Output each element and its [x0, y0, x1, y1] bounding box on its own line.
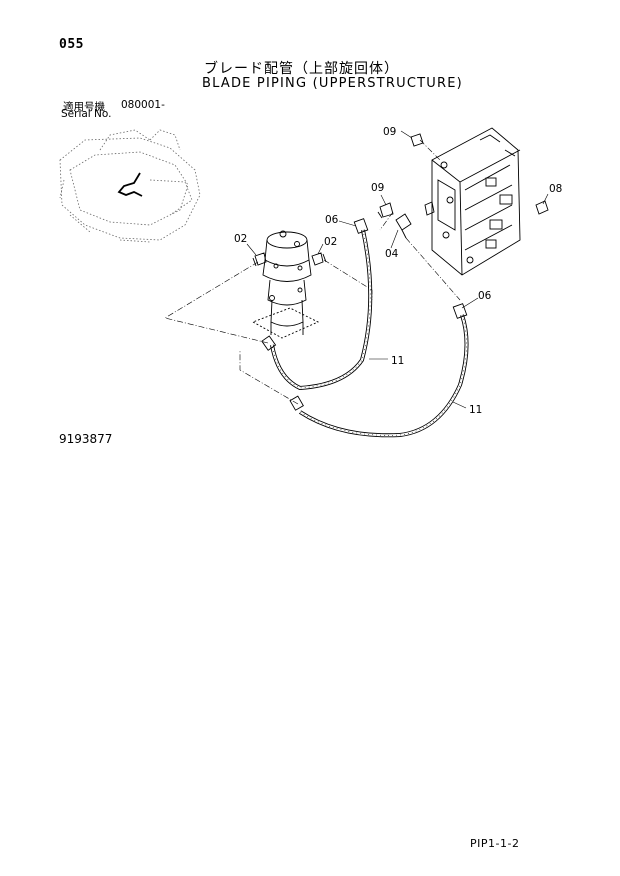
title-english: BLADE PIPING (UPPERSTRUCTURE)	[202, 76, 463, 91]
highlighted-pipe-in-thumbnail	[117, 172, 143, 197]
serial-value: 080001-	[121, 99, 165, 111]
machine-overview-thumbnail	[59, 129, 201, 243]
callout-04: 04	[385, 248, 399, 260]
hose-11-lower	[289, 303, 469, 438]
elbow-fitting-02-left	[252, 252, 267, 267]
serial-label-japanese: 適用号機	[63, 101, 105, 113]
connector-09-mid	[377, 202, 394, 219]
page-number: 055	[59, 37, 84, 52]
sheet-code: PIP1-1-2	[470, 837, 520, 850]
callout-06-right: 06	[478, 290, 492, 302]
callout-11-lower: 11	[469, 404, 482, 416]
drawing-number: 9193877	[59, 432, 113, 446]
hose-11-upper	[261, 218, 373, 391]
callout-leaders	[246, 130, 549, 409]
callout-09-top: 09	[383, 126, 396, 138]
callout-02-left: 02	[234, 233, 247, 245]
control-valve	[424, 127, 521, 276]
connector-09-top	[410, 133, 424, 147]
callout-06-left: 06	[325, 214, 339, 226]
callout-08: 08	[549, 183, 562, 195]
callout-02-right: 02	[324, 236, 337, 248]
serial-label-english: Serial No.	[61, 108, 112, 120]
callout-11-upper: 11	[391, 355, 404, 367]
connector-08	[535, 200, 549, 215]
title-japanese: ブレード配管（上部旋回体）	[204, 61, 399, 77]
elbow-fitting-04	[395, 213, 412, 239]
assembly-lines	[164, 139, 461, 405]
callout-09-mid: 09	[371, 182, 384, 194]
elbow-fitting-02-right	[311, 252, 327, 266]
swivel-joint	[251, 230, 320, 339]
